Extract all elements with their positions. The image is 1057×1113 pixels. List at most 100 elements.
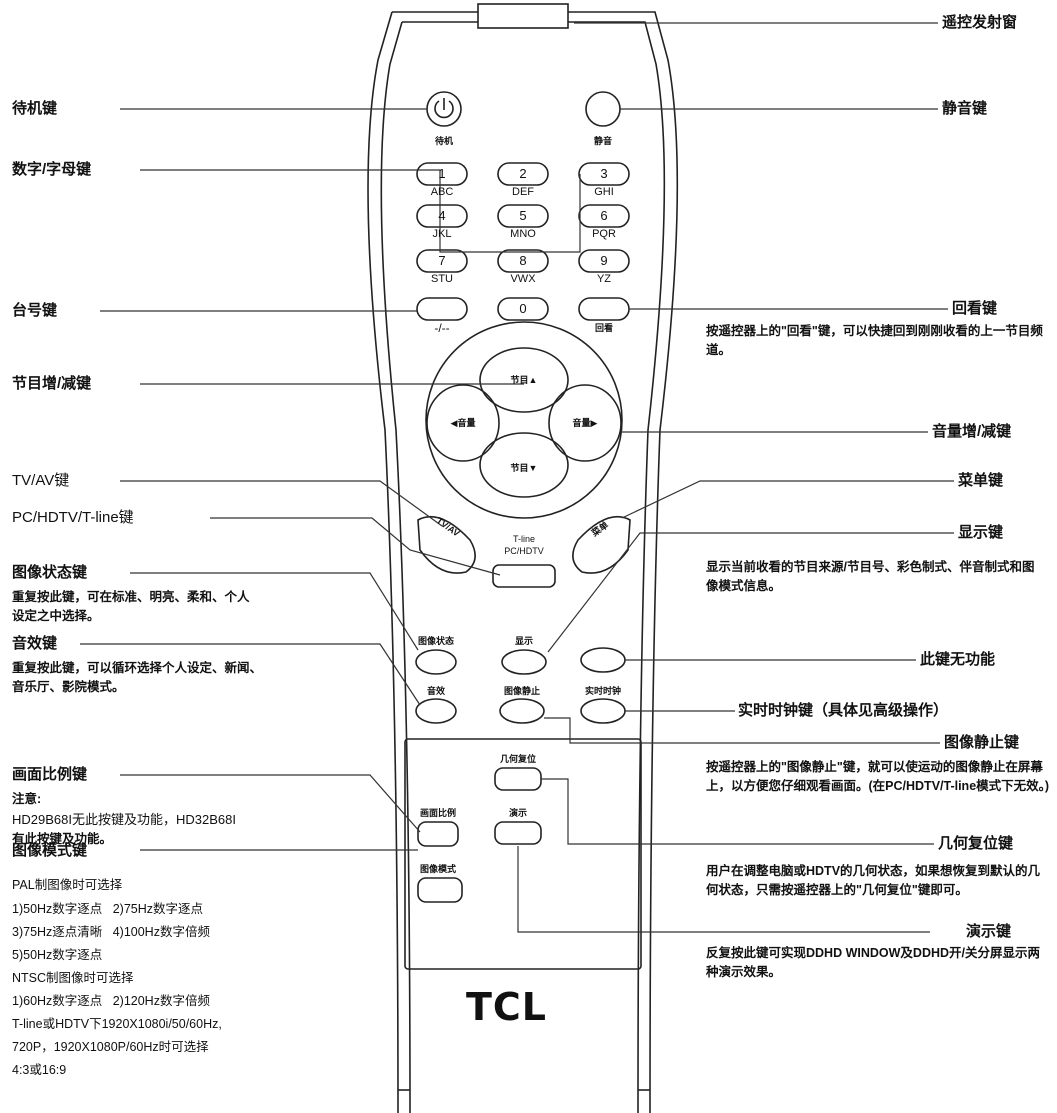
digit-6[interactable]: 6 xyxy=(600,208,608,223)
pal-line3: 5)50Hz数字逐点 xyxy=(12,948,103,962)
ir-window xyxy=(477,3,569,29)
aspect-note-a: HD29B68I无此按键及功能，HD32B68I xyxy=(12,812,236,827)
digit-keys xyxy=(416,162,630,321)
label-aspect: 画面比例键 xyxy=(12,766,88,783)
desc-geometry: 用户在调整电脑或HDTV的几何状态，如果想恢复到默认的几何状态，只需按遥控器上的… xyxy=(706,864,1041,897)
pchdtv-key-label: PC/HDTV xyxy=(504,546,544,556)
vol-down-label: ◀音量 xyxy=(450,418,476,428)
clock-key-label: 实时时钟 xyxy=(584,686,621,696)
label-menu: 菜单键 xyxy=(958,472,1004,489)
label-picture-state: 图像状态键 xyxy=(12,564,88,581)
digit-3-sub: GHI xyxy=(594,186,614,198)
picmode-button xyxy=(417,877,463,903)
digit-5[interactable]: 5 xyxy=(519,208,527,223)
demo-button xyxy=(494,821,542,845)
recall-key-label: 回看 xyxy=(594,323,613,333)
power-icon xyxy=(434,98,454,119)
digit-8[interactable]: 8 xyxy=(519,253,527,268)
label-display: 显示键 xyxy=(958,524,1004,541)
display-button xyxy=(501,649,547,675)
digit-7-sub: STU xyxy=(431,273,453,285)
picstate-button xyxy=(415,649,457,675)
digit-9[interactable]: 9 xyxy=(600,253,608,268)
tline-line1: T-line或HDTV下1920X1080i/50/60Hz, xyxy=(12,1017,222,1031)
aspect-key-label: 画面比例 xyxy=(419,808,456,818)
dpad-outer xyxy=(425,321,623,519)
tline-line3: 4:3或16:9 xyxy=(12,1063,67,1077)
picstate-key-label: 图像状态 xyxy=(417,636,454,646)
brand-logo: TCL xyxy=(466,985,548,1029)
tvav-button xyxy=(417,516,476,574)
tline-key-label: T-line xyxy=(512,534,535,544)
digit-3[interactable]: 3 xyxy=(600,166,608,181)
label-digit: 数字/字母键 xyxy=(12,161,92,178)
digit-4[interactable]: 4 xyxy=(438,208,446,223)
remote-body-inner-outline xyxy=(380,21,666,1113)
desc-display: 显示当前收看的节目来源/节目号、彩色制式、伴音制式和图像模式信息。 xyxy=(706,560,1035,593)
tline-line2: 720P，1920X1080P/60Hz时可选择 xyxy=(12,1040,209,1054)
digit-8-sub: VWX xyxy=(510,273,536,285)
label-picture-mode: 图像模式键 xyxy=(12,842,88,859)
aspect-note-title: 注意: xyxy=(12,792,42,806)
digit-7[interactable]: 7 xyxy=(438,253,446,268)
label-recall: 回看键 xyxy=(952,300,998,317)
desc-demo: 反复按此键可实现DDHD WINDOW及DDHD开/关分屏显示两种演示效果。 xyxy=(706,946,1041,979)
label-demo: 演示键 xyxy=(966,923,1012,940)
sound-button xyxy=(415,698,457,724)
vol-up-button xyxy=(548,384,622,462)
pal-line1: 1)50Hz数字逐点 2)75Hz数字逐点 xyxy=(12,902,204,916)
digit-6-sub: PQR xyxy=(592,228,616,240)
label-clock: 实时时钟键（具体见高级操作） xyxy=(738,702,949,719)
aspect-note-b: 有此按键及功能。 xyxy=(12,832,113,846)
nofunc-button xyxy=(580,647,626,673)
power-key-label: 待机 xyxy=(434,136,453,146)
digit-4-sub: JKL xyxy=(432,228,452,240)
ch-up-label: 节目▲ xyxy=(510,375,538,385)
label-sound: 音效键 xyxy=(12,635,58,652)
freeze-key-label: 图像静止 xyxy=(503,686,540,696)
label-standby: 待机键 xyxy=(12,100,58,117)
digit-5-sub: MNO xyxy=(510,228,536,240)
desc-freeze: 按遥控器上的"图像静止"键，就可以使运动的图像静止在屏幕上，以方便您仔细观看画面… xyxy=(706,760,1050,793)
geometry-key-label: 几何复位 xyxy=(499,754,536,764)
lower-panel xyxy=(404,738,642,970)
desc-recall: 按遥控器上的"回看"键，可以快捷回到刚刚收看的上一节目频道。 xyxy=(706,324,1043,357)
picmode-key-label: 图像模式 xyxy=(419,864,456,874)
digit-2-sub: DEF xyxy=(512,186,534,198)
label-mute: 静音键 xyxy=(942,100,988,117)
desc-sound: 重复按此键，可以循环选择个人设定、新闻、音乐厅、影院模式。 xyxy=(12,661,263,694)
demo-key-label: 演示 xyxy=(508,808,527,818)
menu-button xyxy=(572,516,631,574)
label-pchdtv: PC/HDTV/T-line键 xyxy=(12,509,134,526)
label-no-func: 此键无功能 xyxy=(920,651,996,668)
pchdtv-button xyxy=(492,564,556,588)
digit-2[interactable]: 2 xyxy=(519,166,527,181)
digit-1-sub: ABC xyxy=(430,186,454,198)
digit-9-sub: YZ xyxy=(596,273,612,285)
mute-button xyxy=(585,91,621,127)
freeze-button xyxy=(499,698,545,724)
pal-title: PAL制图像时可选择 xyxy=(12,878,123,892)
label-ir: 遥控发射窗 xyxy=(942,14,1018,31)
vol-down-button xyxy=(426,384,500,462)
ch-up-button xyxy=(479,347,569,413)
ntsc-title: NTSC制图像时可选择 xyxy=(12,971,134,985)
leader-lines xyxy=(80,22,954,933)
ch-down-label: 节目▼ xyxy=(510,463,538,473)
label-channel-num: 台号键 xyxy=(12,302,58,319)
clock-button xyxy=(580,698,626,724)
ntsc-line1: 1)60Hz数字逐点 2)120Hz数字倍频 xyxy=(12,994,210,1008)
geometry-button xyxy=(494,767,542,791)
dash-key-label: -/-- xyxy=(434,321,450,335)
remote-body-outline xyxy=(367,11,679,1113)
digit-1[interactable]: 1 xyxy=(438,166,446,181)
pal-line2: 3)75Hz逐点清晰 4)100Hz数字倍频 xyxy=(12,925,210,939)
ch-down-button xyxy=(479,432,569,498)
sound-key-label: 音效 xyxy=(426,686,445,696)
label-volume: 音量增/减键 xyxy=(932,423,1012,440)
label-tvav: TV/AV键 xyxy=(12,472,70,489)
label-geometry: 几何复位键 xyxy=(938,835,1014,852)
vol-up-label: 音量▶ xyxy=(572,418,598,428)
digit-0[interactable]: 0 xyxy=(519,301,527,316)
